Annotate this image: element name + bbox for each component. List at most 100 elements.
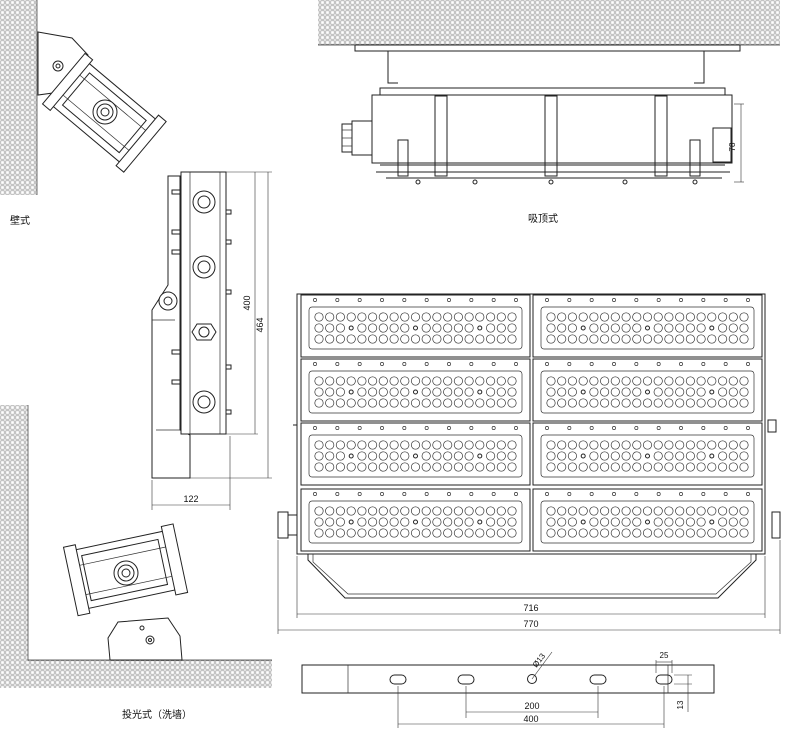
- led-lens: [421, 451, 431, 461]
- mounting-screw: [723, 362, 728, 366]
- led-lens: [496, 387, 506, 397]
- led-lens: [610, 387, 620, 397]
- wall-mount-label: 壁式: [10, 214, 30, 227]
- led-lens: [400, 334, 410, 344]
- led-lens: [486, 462, 496, 472]
- led-lens: [325, 517, 335, 527]
- led-lens: [464, 451, 474, 461]
- led-lens: [496, 334, 506, 344]
- led-lens: [589, 334, 599, 344]
- led-lens: [610, 376, 620, 386]
- led-lens: [696, 528, 706, 538]
- mounting-screw: [589, 492, 594, 496]
- mounting-screw: [424, 426, 429, 430]
- mounting-screw: [612, 298, 616, 302]
- mounting-screw: [634, 298, 639, 302]
- led-lens: [632, 312, 642, 322]
- led-lens: [589, 323, 599, 333]
- led-lens: [578, 528, 588, 538]
- flood-mount-view: [62, 523, 189, 661]
- led-lens: [718, 462, 728, 472]
- led-lens: [475, 398, 485, 408]
- led-lens: [346, 398, 356, 408]
- led-lens: [475, 506, 485, 516]
- led-lens: [453, 323, 463, 333]
- led-lens: [507, 517, 517, 527]
- led-lens: [600, 528, 610, 538]
- led-lens: [432, 451, 442, 461]
- mounting-screw: [447, 298, 451, 302]
- led-lens: [567, 517, 577, 527]
- led-lens: [589, 387, 599, 397]
- mounting-screw: [491, 298, 496, 302]
- module-screw: [413, 389, 418, 395]
- led-lens: [421, 440, 431, 450]
- mounting-screw: [447, 426, 451, 430]
- mounting-screw: [634, 426, 639, 430]
- led-lens: [675, 312, 685, 322]
- led-lens: [578, 506, 588, 516]
- led-lens: [368, 323, 378, 333]
- led-lens: [707, 528, 717, 538]
- mounting-screw: [402, 492, 407, 496]
- led-lens: [718, 323, 728, 333]
- led-lens: [675, 376, 685, 386]
- led-lens: [400, 517, 410, 527]
- module-screw: [348, 389, 354, 395]
- led-lens: [507, 528, 517, 538]
- mounting-screw: [469, 362, 474, 366]
- led-lens: [400, 440, 410, 450]
- led-lens: [335, 398, 345, 408]
- led-lens: [718, 334, 728, 344]
- ceiling-hatch: [318, 0, 780, 46]
- led-lens: [664, 387, 674, 397]
- led-lens: [600, 312, 610, 322]
- led-lens: [632, 506, 642, 516]
- led-lens: [421, 312, 431, 322]
- led-lens: [696, 376, 706, 386]
- led-lens: [357, 528, 367, 538]
- led-lens: [496, 398, 506, 408]
- led-lens: [335, 387, 345, 397]
- led-lens: [653, 312, 663, 322]
- led-lens: [368, 517, 378, 527]
- led-lens: [600, 398, 610, 408]
- led-lens: [378, 517, 388, 527]
- led-lens: [653, 462, 663, 472]
- led-lens: [325, 451, 335, 461]
- mounting-screw: [545, 492, 549, 496]
- led-lens: [610, 462, 620, 472]
- led-lens: [400, 376, 410, 386]
- led-lens: [432, 506, 442, 516]
- led-lens: [464, 387, 474, 397]
- led-lens: [325, 398, 335, 408]
- led-lens: [400, 312, 410, 322]
- module-screw: [477, 325, 483, 331]
- led-lens: [718, 451, 728, 461]
- led-lens: [421, 517, 431, 527]
- led-lens: [728, 387, 738, 397]
- mounting-screw: [567, 298, 572, 302]
- mounting-screw: [567, 362, 572, 366]
- led-lens: [378, 462, 388, 472]
- led-lens: [421, 387, 431, 397]
- led-lens: [335, 506, 345, 516]
- led-lens: [739, 440, 749, 450]
- led-lens: [346, 528, 356, 538]
- led-lens: [368, 312, 378, 322]
- led-lens: [546, 462, 556, 472]
- led-lens: [653, 506, 663, 516]
- led-lens: [696, 334, 706, 344]
- led-lens: [546, 528, 556, 538]
- mounting-screw: [701, 426, 706, 430]
- mounting-screw: [313, 492, 317, 496]
- module-screw: [413, 519, 418, 525]
- led-lens: [685, 334, 695, 344]
- led-lens: [546, 334, 556, 344]
- led-lens: [357, 334, 367, 344]
- module-screw: [709, 325, 715, 331]
- led-lens: [718, 506, 728, 516]
- led-lens: [685, 517, 695, 527]
- mounting-screw: [424, 492, 429, 496]
